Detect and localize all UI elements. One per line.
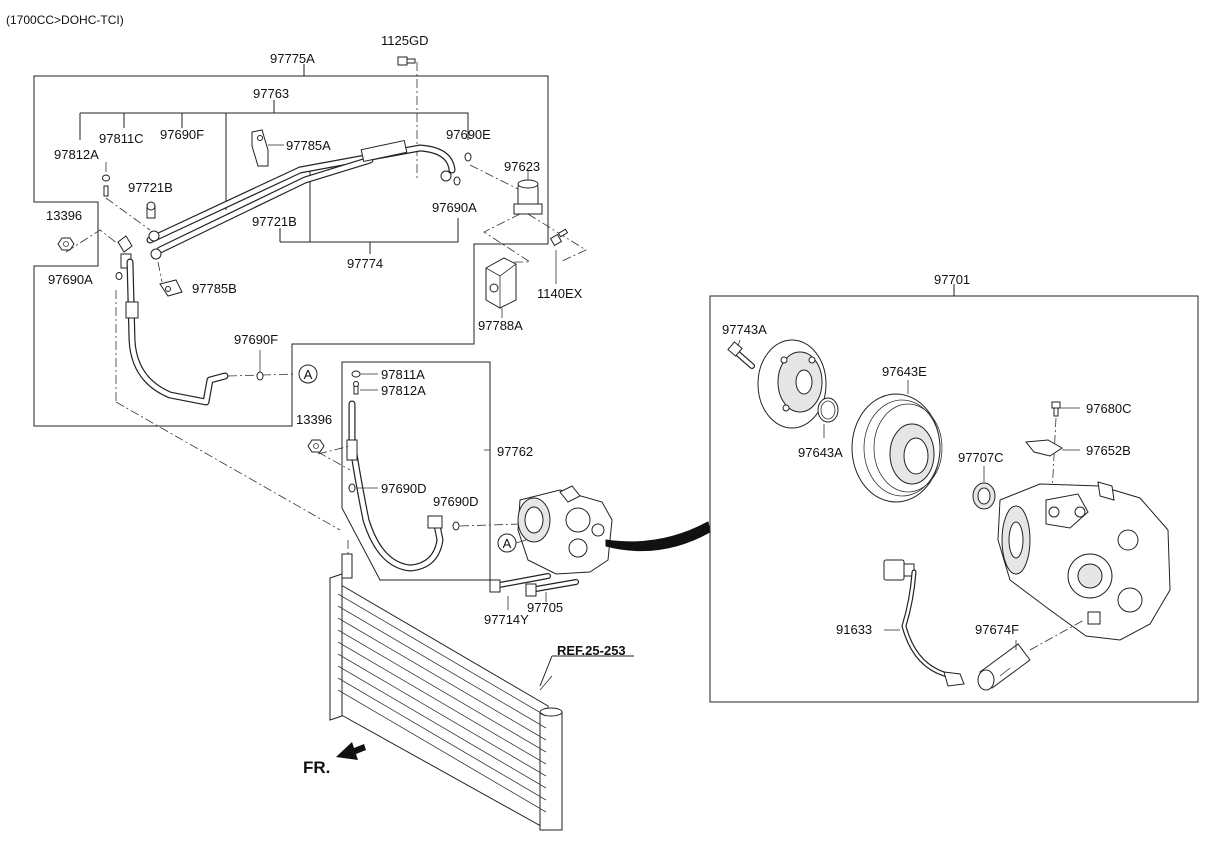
label-97714y: 97714Y (484, 612, 529, 627)
sensor-91633 (883, 559, 965, 687)
label-97775a: 97775A (270, 51, 315, 66)
label-97721b-b: 97721B (252, 214, 297, 229)
label-13396-top: 13396 (46, 208, 82, 223)
label-97811a: 97811A (381, 367, 425, 382)
label-97812a-top: 97812A (54, 147, 99, 162)
label-97643e: 97643E (882, 364, 927, 379)
svg-text:A: A (304, 367, 313, 382)
label-97690f-top: 97690F (160, 127, 204, 142)
front-direction-arrow (336, 742, 366, 760)
label-97690a-right: 97690A (432, 200, 477, 215)
receiver-drier-97623 (483, 170, 587, 263)
fittings-left-cluster (102, 162, 162, 269)
label-91633: 91633 (836, 622, 872, 637)
label-97690a-left: 97690A (48, 272, 93, 287)
label-97680c: 97680C (1086, 401, 1132, 416)
condenser-leader-lines (115, 290, 351, 531)
label-97705: 97705 (527, 600, 563, 615)
hose-left (115, 258, 297, 406)
label-97674f: 97674F (975, 622, 1019, 637)
label-97707c: 97707C (958, 450, 1004, 465)
ref-label-group (539, 655, 634, 687)
label-97623: 97623 (504, 159, 540, 174)
pulley-97643e (851, 380, 943, 503)
label-97763: 97763 (253, 86, 289, 101)
nut-13396-mid (307, 439, 351, 455)
compressor-detail-frame (709, 284, 1199, 703)
label-97785b: 97785B (192, 281, 237, 296)
label-97652b: 97652B (1086, 443, 1131, 458)
condenser (329, 540, 563, 831)
label-97721b-a: 97721B (128, 180, 173, 195)
label-1140ex: 1140EX (537, 286, 583, 301)
callout-a-upper: A (298, 364, 318, 384)
label-97774: 97774 (347, 256, 383, 271)
suction-hose-upper (146, 139, 456, 254)
clutch-plate (757, 339, 827, 429)
engine-spec-header: (1700CC>DOHC-TCI) (6, 13, 124, 27)
pressure-switch-97674f (977, 619, 1085, 691)
label-97788a: 97788A (478, 318, 523, 333)
nut-13396-top (57, 229, 119, 253)
label-ref: REF.25-253 (557, 643, 626, 658)
bolt-97743a (727, 339, 755, 369)
label-97690e: 97690E (446, 127, 491, 142)
compressor-large (997, 481, 1171, 641)
label-97690d-b: 97690D (433, 494, 479, 509)
coil-97707c (972, 466, 996, 510)
bolt-1125gd (397, 56, 418, 180)
label-97785a: 97785A (286, 138, 331, 153)
screw-97680c (1051, 401, 1080, 495)
label-fr: FR. (303, 758, 330, 777)
compressor-small (517, 485, 613, 575)
label-97762: 97762 (497, 444, 533, 459)
hose-assembly-frame (33, 64, 549, 427)
label-97701: 97701 (934, 272, 970, 287)
compressor-bolts (489, 573, 579, 610)
bracket-97652b (1025, 439, 1080, 457)
label-97690f-mid: 97690F (234, 332, 278, 347)
label-97811c: 97811C (99, 131, 144, 146)
label-97743a: 97743A (722, 322, 767, 337)
shim-97643a (817, 397, 839, 438)
label-97812a-mid: 97812A (381, 383, 426, 398)
bracket-97785a (251, 129, 284, 167)
discharge-hose-parts (346, 370, 521, 572)
bolt-1140ex (549, 228, 569, 284)
label-97643a: 97643A (798, 445, 843, 460)
label-97690d-a: 97690D (381, 481, 427, 496)
o-rings-upper-right (453, 152, 521, 191)
svg-text:A: A (503, 536, 512, 551)
discharge-hose-frame (341, 361, 491, 581)
label-13396-mid: 13396 (296, 412, 332, 427)
callout-a-lower: A (497, 533, 527, 553)
cover-97788a (485, 257, 517, 318)
detail-connector-swoosh (605, 521, 711, 552)
part-labels: 97775A 1125GD 97763 97811C 97690F 97785A… (46, 33, 1132, 777)
bracket-97785b (157, 261, 183, 297)
label-1125gd: 1125GD (381, 33, 428, 48)
